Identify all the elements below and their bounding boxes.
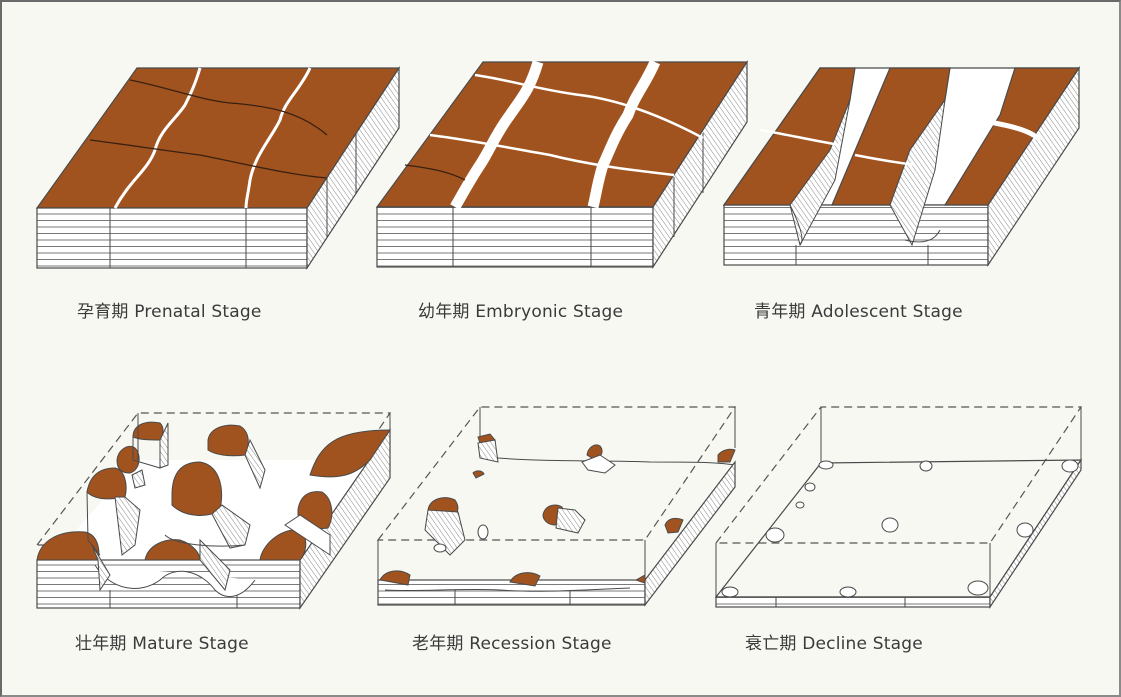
prenatal-joint-crack <box>113 67 202 209</box>
decline-side-face <box>989 458 1082 609</box>
recession-side-face <box>644 460 736 607</box>
residual-hill <box>509 572 541 587</box>
adolescent-front-face <box>723 204 989 266</box>
mature-peak-cluster <box>309 429 391 478</box>
caption-recession: 老年期 Recession Stage <box>412 634 612 654</box>
residual-boulder <box>881 517 899 533</box>
recession-front-face <box>377 579 646 606</box>
residual-hill <box>379 570 411 586</box>
residual-boulder <box>804 482 816 492</box>
residual-boulder <box>839 586 857 598</box>
residual-hill <box>717 448 736 463</box>
residual-hill <box>634 574 646 584</box>
prenatal-side-face <box>306 65 400 271</box>
prenatal-front-face <box>36 207 308 269</box>
residual-boulder <box>919 460 933 472</box>
adolescent-block <box>722 66 1081 267</box>
residual-hill <box>664 517 684 534</box>
mature-peak-cluster <box>144 539 201 561</box>
recession-block <box>376 406 737 607</box>
mature-peak-cluster <box>132 421 164 441</box>
residual-boulder <box>1016 522 1034 538</box>
residual-boulder <box>818 460 834 470</box>
residual-boulder <box>765 527 785 543</box>
adolescent-rock-ridge <box>943 67 1081 206</box>
mature-peak-cluster <box>207 424 249 457</box>
embryonic-side-face <box>652 59 748 270</box>
caption-adolescent: 青年期 Adolescent Stage <box>754 302 963 322</box>
mature-front-face <box>36 559 301 609</box>
residual-boulder <box>721 586 739 598</box>
prenatal-block <box>35 65 401 271</box>
mature-peak-cluster <box>171 461 223 516</box>
residual-boulder <box>1061 459 1079 473</box>
residual-boulder <box>795 501 805 509</box>
caption-prenatal: 孕育期 Prenatal Stage <box>77 302 262 322</box>
embryonic-solution-channel <box>450 60 544 210</box>
decline-front-face <box>715 596 991 608</box>
residual-hill <box>472 470 485 479</box>
mature-peak-cluster <box>116 445 140 474</box>
prenatal-joint-crack <box>244 67 312 209</box>
caption-decline: 衰亡期 Decline Stage <box>745 634 923 654</box>
mature-peak-cluster <box>36 531 100 561</box>
mature-side-face <box>299 428 391 610</box>
decline-block <box>714 406 1083 609</box>
residual-boulder <box>967 580 989 596</box>
caption-embryonic: 幼年期 Embryonic Stage <box>418 302 624 322</box>
caption-mature: 壮年期 Mature Stage <box>75 634 249 654</box>
mature-block <box>35 412 392 610</box>
embryonic-block <box>375 59 749 270</box>
embryonic-front-face <box>376 206 654 268</box>
mature-peak-cluster <box>86 467 127 500</box>
embryonic-solution-channel <box>587 59 661 209</box>
